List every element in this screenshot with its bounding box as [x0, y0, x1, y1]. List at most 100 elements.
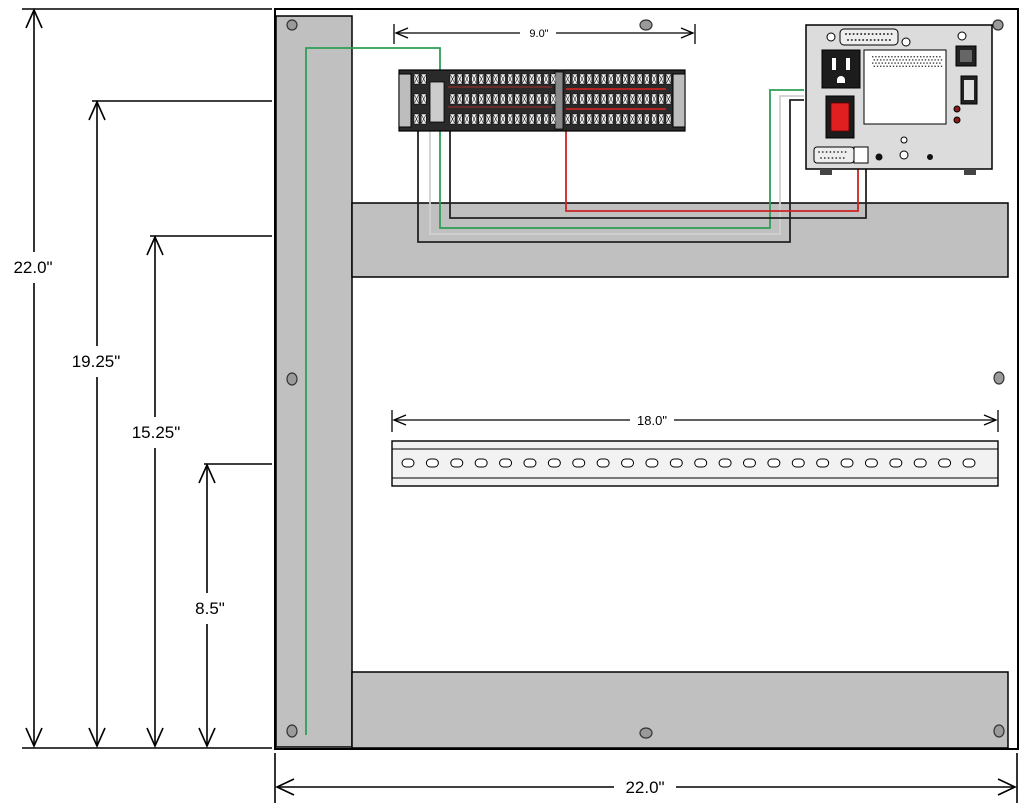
terminal-screw-mark: [471, 74, 477, 84]
end-bracket-right: [672, 73, 686, 128]
din-rail-slot: [547, 458, 561, 468]
arrow-right-icon: [997, 778, 1017, 796]
vent-hole: [928, 59, 930, 61]
terminal-screw-mark: [507, 74, 513, 84]
vent-hole: [884, 56, 887, 58]
vent-hole: [894, 56, 896, 58]
din-rail-slot: [450, 458, 464, 468]
din-rail-slot: [572, 458, 586, 468]
terminal-screw-mark: [529, 94, 534, 104]
terminal-screw-mark: [659, 74, 664, 84]
mounting-hole: [639, 727, 653, 739]
pin: [879, 33, 882, 35]
terminal-screw-mark: [644, 94, 650, 104]
db-connector-pins: [818, 151, 847, 159]
vent-hole: [910, 62, 912, 64]
indicator-led: [953, 116, 961, 124]
terminal-screw-mark: [579, 94, 585, 104]
vent-hole: [905, 59, 907, 61]
terminal-screw-mark: [543, 74, 549, 84]
vent-hole: [878, 56, 880, 58]
terminal-screw-mark: [587, 114, 592, 124]
terminal-screw-mark: [623, 94, 628, 104]
arrow-down-icon: [198, 727, 216, 748]
pin: [866, 39, 868, 41]
terminal-screw-mark: [587, 94, 592, 104]
arrow-right-icon: [680, 27, 695, 39]
terminal-screw-mark: [651, 114, 657, 124]
vent-hole: [873, 65, 875, 67]
pin: [885, 39, 887, 41]
terminal-screw-mark: [572, 94, 578, 104]
upper-horizontal-wire-duct: [351, 202, 1009, 278]
outlet-slot: [846, 58, 850, 70]
display-window: [863, 49, 947, 125]
terminal-screw-mark: [623, 114, 628, 124]
pin: [888, 39, 891, 41]
din-rail-slot: [962, 458, 976, 468]
vent-hole: [924, 65, 927, 67]
power-supply: [805, 24, 993, 175]
terminal-screw-mark: [579, 74, 585, 84]
label-height-1925: 19.25": [72, 352, 121, 371]
vent-hole: [888, 56, 890, 58]
vent-hole: [899, 59, 901, 61]
terminal-screw-mark: [536, 114, 542, 124]
vent-hole: [884, 62, 887, 64]
terminal-screw-mark: [450, 114, 455, 124]
pin: [860, 33, 863, 35]
terminal-screw-mark: [486, 94, 491, 104]
terminal-screw-mark: [486, 114, 491, 124]
arrow-down-icon: [88, 727, 106, 748]
pin: [820, 157, 822, 159]
vent-hole: [923, 56, 925, 58]
vent-hole: [936, 62, 938, 64]
mounting-hole: [993, 371, 1005, 385]
pin: [827, 157, 830, 159]
terminal-screw-mark: [551, 74, 556, 84]
label-terminal-width: 9.0": [529, 28, 548, 40]
din-rail-slots: [401, 458, 976, 468]
pin: [835, 157, 838, 159]
terminal-screw-mark: [457, 114, 462, 124]
vent-hole: [928, 65, 930, 67]
din-rail-slot: [596, 458, 610, 468]
pin: [823, 157, 826, 159]
vent-hole: [872, 56, 874, 58]
pin: [845, 33, 847, 35]
vent-hole: [897, 56, 899, 58]
vent-hole: [883, 65, 885, 67]
vent-hole: [939, 56, 941, 58]
vent-hole: [934, 65, 936, 67]
terminal-screw-mark: [515, 94, 520, 104]
terminal-screw-mark: [601, 94, 606, 104]
pin: [833, 151, 836, 153]
vent-hole: [904, 62, 906, 64]
power-supply-foot: [964, 169, 976, 175]
terminal-screw-mark: [587, 74, 592, 84]
vent-hole: [905, 65, 907, 67]
terminal-width-dimension: [393, 24, 696, 44]
vent-hole: [888, 62, 890, 64]
pin: [831, 157, 834, 159]
vent-hole: [910, 56, 912, 58]
vent-hole: [926, 56, 928, 58]
arrow-left-icon: [392, 414, 407, 426]
terminal-screw-mark: [450, 94, 455, 104]
din-rail-slot: [840, 458, 854, 468]
power-switch-rocker[interactable]: [830, 102, 850, 132]
mounting-hole: [286, 724, 298, 738]
terminal-screw-mark: [615, 74, 621, 84]
pin: [890, 33, 893, 35]
terminal-screw-mark: [565, 74, 570, 84]
terminal-screw-mark: [414, 74, 419, 84]
vent-hole: [880, 59, 882, 61]
pin: [850, 39, 853, 41]
vent-hole: [920, 62, 922, 64]
terminal-screw-mark: [659, 114, 664, 124]
vent-hole: [907, 56, 909, 58]
din-rail-slot: [499, 458, 513, 468]
terminal-screw-mark: [536, 74, 542, 84]
arrow-left-icon: [394, 27, 409, 39]
